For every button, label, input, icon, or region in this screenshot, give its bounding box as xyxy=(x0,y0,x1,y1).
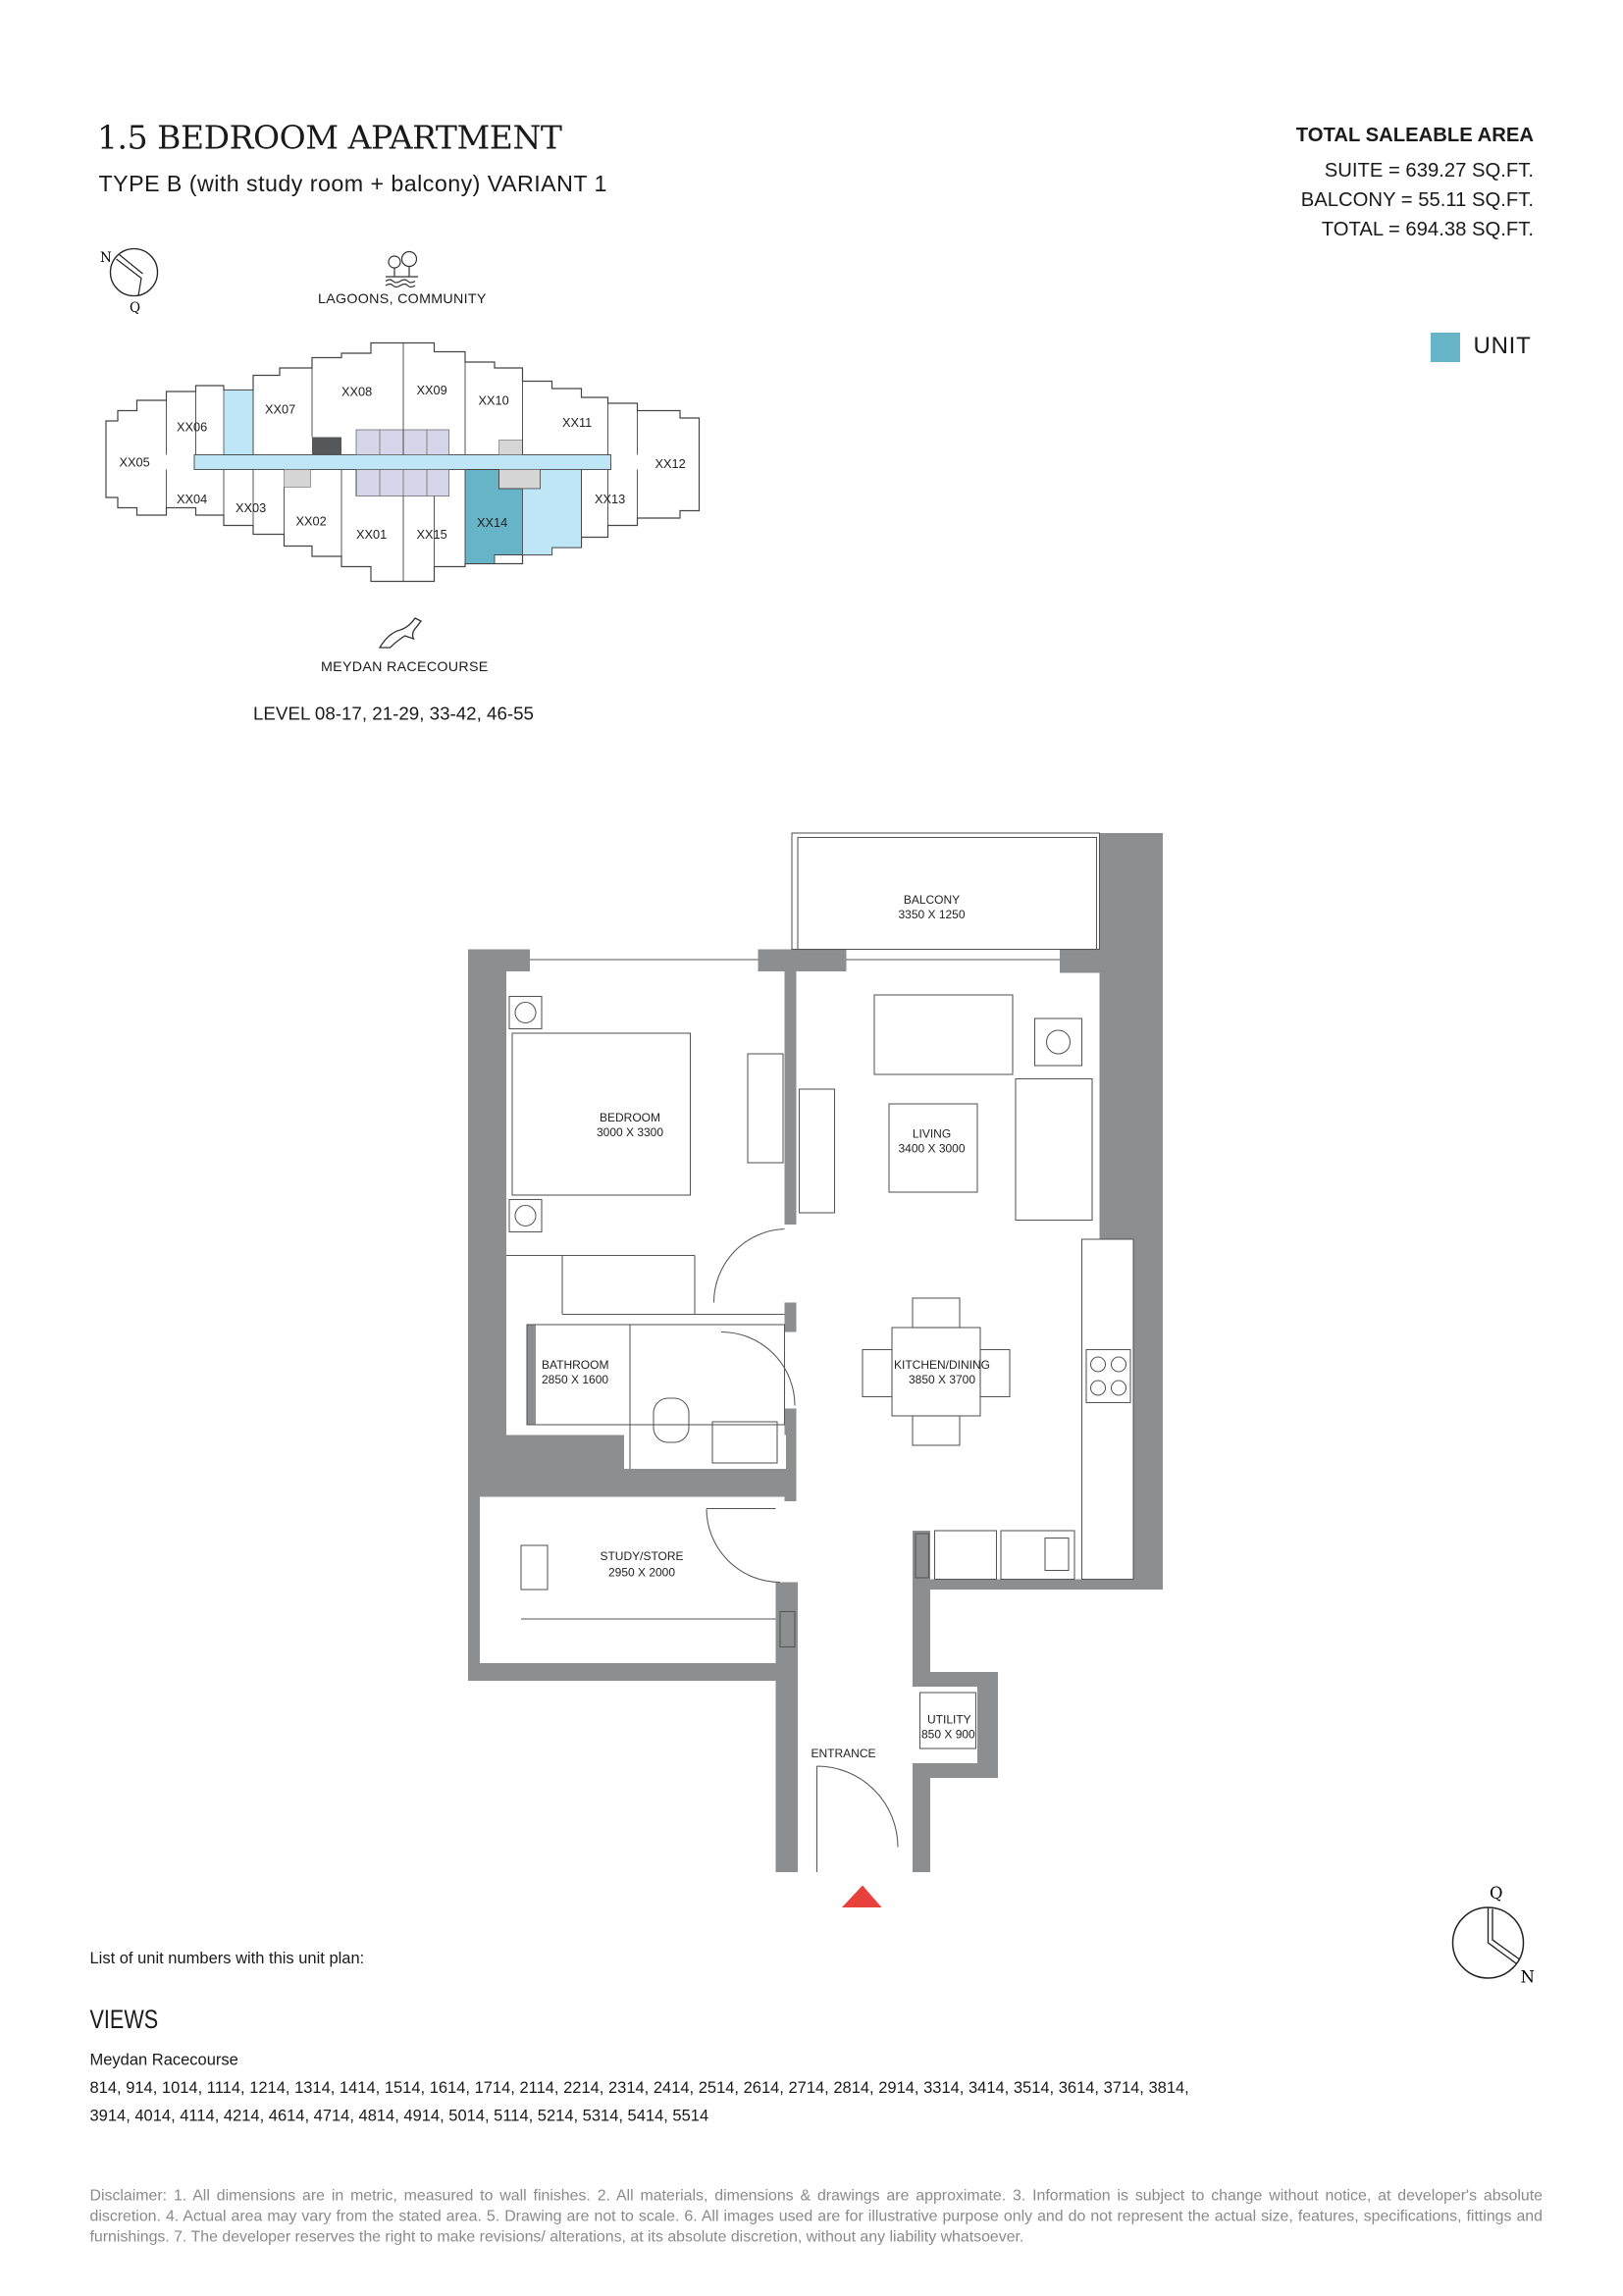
unit-xx10: XX10 xyxy=(479,393,509,408)
compass-n-large: N xyxy=(1521,1968,1535,1987)
key-plan: XX05 XX06 XX07 XX08 XX09 XX10 XX11 XX12 … xyxy=(105,343,701,582)
unit-legend-swatch xyxy=(1431,333,1460,362)
unit-xx07: XX07 xyxy=(265,402,295,417)
room-bedroom-name: BEDROOM xyxy=(600,1111,660,1124)
compass-icon-large: Q N xyxy=(1451,1884,1535,1987)
compass-q: Q xyxy=(130,300,140,316)
room-entrance-name: ENTRANCE xyxy=(812,1747,876,1760)
room-living-name: LIVING xyxy=(913,1127,951,1141)
unit-xx05: XX05 xyxy=(120,455,150,470)
room-bathroom-name: BATHROOM xyxy=(542,1358,608,1372)
room-study-name: STUDY/STORE xyxy=(600,1549,683,1563)
entrance-marker xyxy=(842,1885,882,1907)
bottom-view-label: MEYDAN RACECOURSE xyxy=(321,659,489,676)
page-title: 1.5 BEDROOM APARTMENT xyxy=(97,121,562,158)
room-utility-dims: 850 X 900 xyxy=(921,1728,975,1742)
room-balcony-name: BALCONY xyxy=(904,893,960,907)
unit-xx11: XX11 xyxy=(562,415,592,430)
levels-label: LEVEL 08-17, 21-29, 33-42, 46-55 xyxy=(253,704,534,724)
room-bedroom-dims: 3000 X 3300 xyxy=(597,1125,663,1139)
unit-legend-label: UNIT xyxy=(1473,334,1532,360)
unit-xx04: XX04 xyxy=(177,492,207,506)
unit-xx13: XX13 xyxy=(595,492,625,506)
room-kitchen-dims: 3850 X 3700 xyxy=(909,1373,975,1386)
compass-q-large: Q xyxy=(1490,1884,1503,1903)
compass-icon: N Q xyxy=(100,247,159,316)
balcony-area: BALCONY = 55.11 SQ.FT. xyxy=(1300,188,1534,211)
room-utility-name: UTILITY xyxy=(927,1713,971,1727)
unit-xx02: XX02 xyxy=(296,514,327,529)
unit-numbers-line-1: 814, 914, 1014, 1114, 1214, 1314, 1414, … xyxy=(89,2079,1189,2098)
disclaimer: Disclaimer: 1. All dimensions are in met… xyxy=(89,2187,1544,2246)
unit-type-subtitle: TYPE B (with study room + balcony) VARIA… xyxy=(98,172,607,198)
unit-xx01: XX01 xyxy=(356,527,387,542)
unit-xx09: XX09 xyxy=(417,383,447,397)
unit-floor-plan: BALCONY 3350 X 1250 BEDROOM 3000 X 3300 … xyxy=(468,832,1163,1907)
compass-n: N xyxy=(100,250,112,266)
unit-xx08: XX08 xyxy=(341,385,372,399)
room-study-dims: 2950 X 2000 xyxy=(608,1566,675,1580)
unit-xx15: XX15 xyxy=(417,527,447,542)
area-heading: TOTAL SALEABLE AREA xyxy=(1295,124,1534,146)
room-kitchen-name: KITCHEN/DINING xyxy=(894,1358,990,1372)
horse-icon xyxy=(378,617,423,649)
unit-xx03: XX03 xyxy=(236,500,266,515)
unit-xx06: XX06 xyxy=(177,420,207,435)
room-living-dims: 3400 X 3000 xyxy=(898,1142,965,1156)
unit-numbers-line-2: 3914, 4014, 4114, 4214, 4614, 4714, 4814… xyxy=(89,2108,709,2125)
unit-xx12: XX12 xyxy=(655,456,686,471)
top-view-label: LAGOONS, COMMUNITY xyxy=(318,291,487,308)
view-name: Meydan Racecourse xyxy=(89,2052,238,2069)
views-heading: VIEWS xyxy=(89,2005,159,2034)
unit-xx14: XX14 xyxy=(477,515,507,530)
suite-area: SUITE = 639.27 SQ.FT. xyxy=(1324,159,1534,182)
total-area: TOTAL = 694.38 SQ.FT. xyxy=(1321,218,1534,240)
unit-list-label: List of unit numbers with this unit plan… xyxy=(89,1950,365,1968)
room-balcony-dims: 3350 X 1250 xyxy=(898,908,965,921)
trees-lagoon-icon xyxy=(385,250,418,288)
room-bathroom-dims: 2850 X 1600 xyxy=(542,1373,608,1386)
